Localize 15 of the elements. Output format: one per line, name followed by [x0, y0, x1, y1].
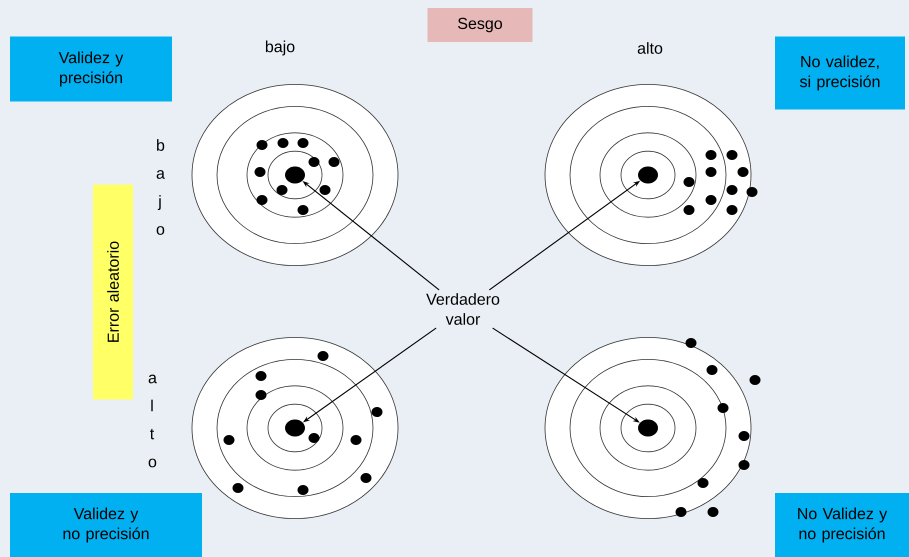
bullseye — [285, 166, 305, 184]
axis-label-box: Error aleatorio — [93, 184, 133, 400]
bullseye — [285, 420, 305, 436]
label-box: No Validez y no precisión — [775, 493, 909, 557]
vertical-axis-label: alto — [148, 374, 157, 468]
column-label: alto — [638, 42, 662, 54]
text-label: Verdadero valor — [426, 293, 500, 325]
label-box: No validez, si precisión — [775, 36, 905, 110]
column-label: bajo — [266, 40, 294, 56]
bullseye — [638, 166, 658, 184]
label-box: Validez y precisión — [10, 36, 172, 102]
bullseye — [638, 420, 658, 436]
vertical-axis-label: bajo — [156, 139, 165, 235]
label-box: Validez y no precisión — [10, 493, 202, 557]
heading-box: Sesgo — [428, 8, 532, 42]
